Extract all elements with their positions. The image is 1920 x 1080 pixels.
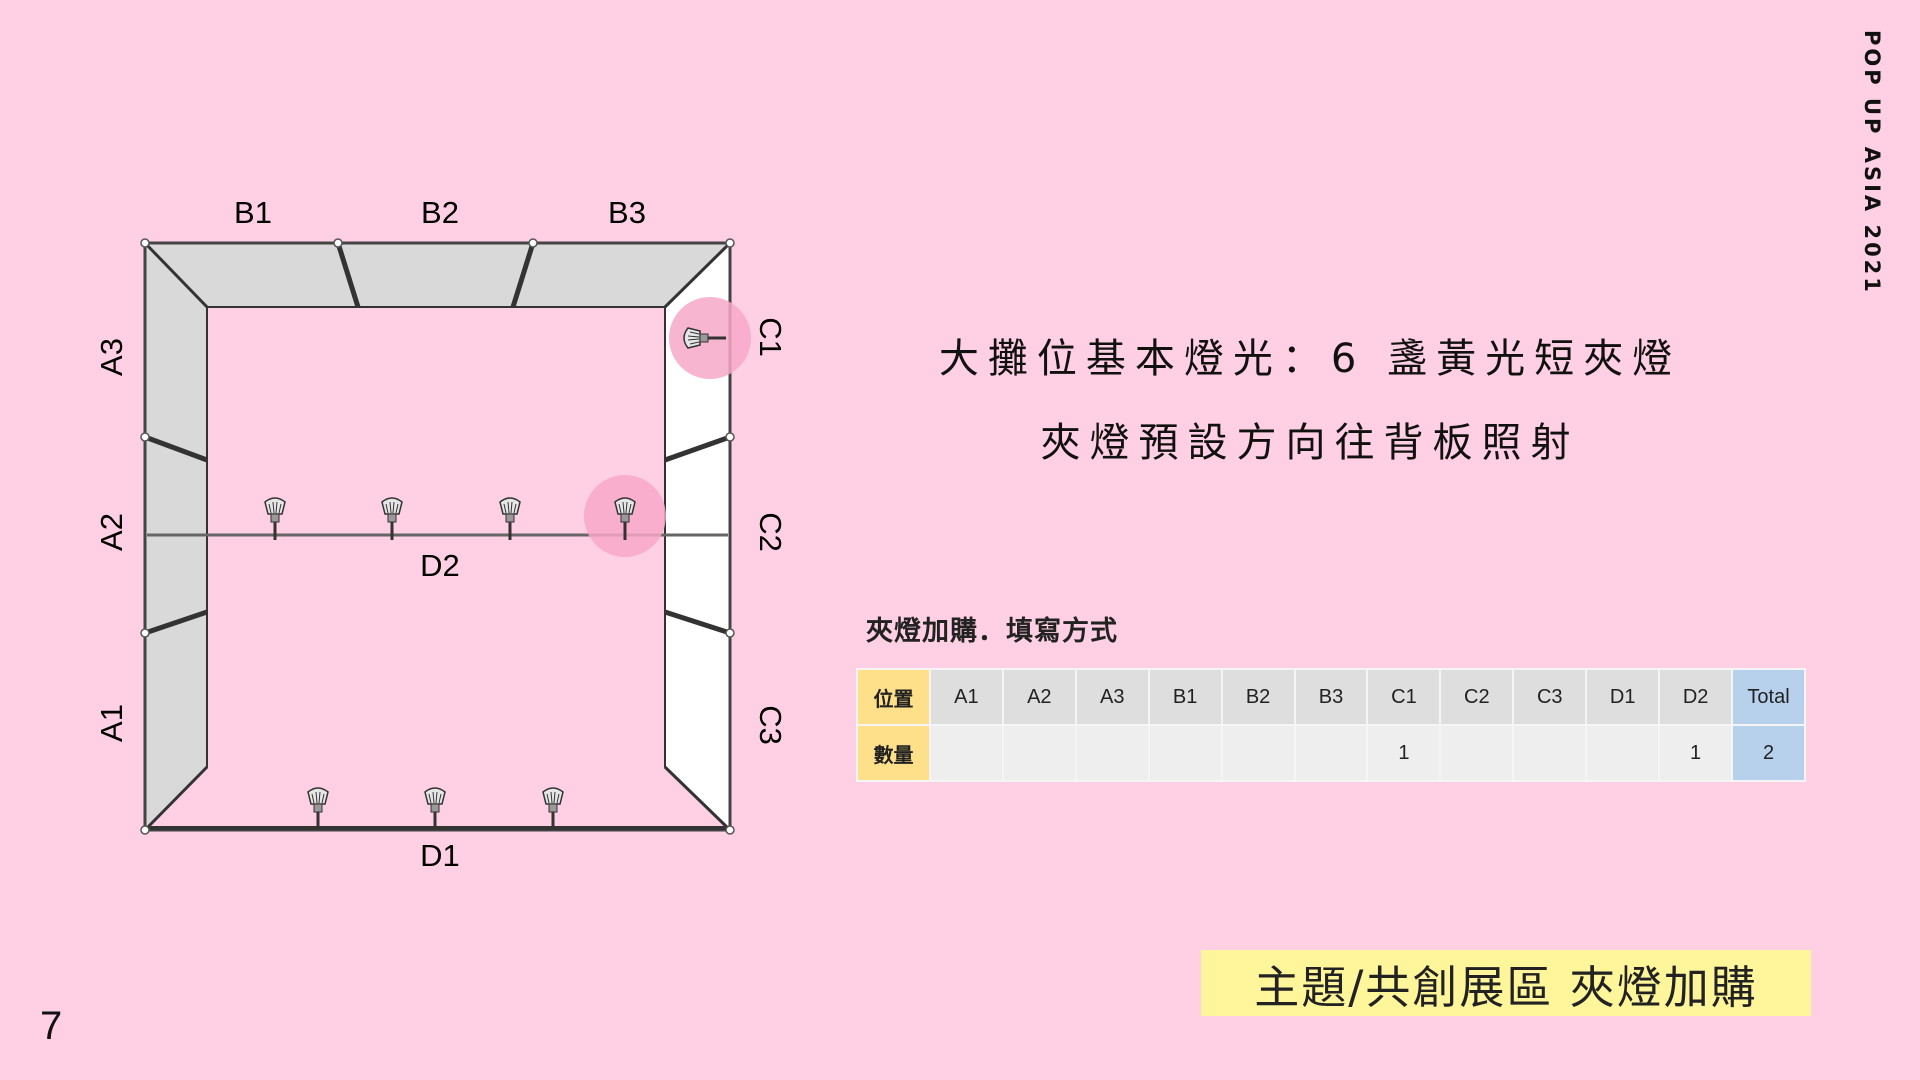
quantity-cell: 1 [1366,724,1442,782]
wall-panel-b2 [336,242,535,308]
column-header: C2 [1439,668,1515,726]
brand-label: POP UP ASIA 2021 [1860,30,1884,295]
label-c2: C2 [753,512,788,552]
quantity-cell [1293,724,1369,782]
column-header: C3 [1512,668,1588,726]
column-header: D2 [1658,668,1734,726]
quantity-cell [1585,724,1661,782]
label-c3: C3 [753,705,788,745]
quantity-cell [1439,724,1515,782]
lamp-icon [423,786,447,832]
label-a1: A1 [94,704,129,742]
label-d2: D2 [420,548,460,583]
row-label-position: 位置 [856,668,931,726]
section-banner: 主題/共創展區 夾燈加購 [1201,950,1811,1016]
table-caption: 夾燈加購．填寫方式 [866,616,1118,647]
quantity-cell: 1 [1658,724,1734,782]
table-row: 位置 A1 A2 A3 B1 B2 B3 C1 C2 C3 D1 D2 Tota… [856,668,1806,726]
column-header: C1 [1366,668,1442,726]
column-header: B3 [1293,668,1369,726]
label-a3: A3 [94,338,129,376]
label-d1: D1 [420,838,460,873]
label-c1: C1 [753,317,788,357]
lamp-icon [306,786,330,832]
quantity-cell [1512,724,1588,782]
quantity-total-cell: 2 [1731,724,1806,782]
column-header: B2 [1220,668,1296,726]
label-a2: A2 [94,513,129,551]
label-b3: B3 [608,195,646,230]
headline-direction-note: 夾燈預設方向往背板照射 [1040,420,1580,466]
lamp-icon [541,786,565,832]
quantity-cell [1220,724,1296,782]
table-row: 數量 1 1 2 [856,724,1806,782]
column-header: A1 [928,668,1004,726]
quantity-cell [1147,724,1223,782]
column-header: D1 [1585,668,1661,726]
column-header-total: Total [1731,668,1806,726]
column-header: A2 [1001,668,1077,726]
column-header: A3 [1074,668,1150,726]
lamp-order-table: 位置 A1 A2 A3 B1 B2 B3 C1 C2 C3 D1 D2 Tota… [856,668,1806,782]
label-b2: B2 [421,195,459,230]
label-b1: B1 [234,195,272,230]
quantity-cell [1001,724,1077,782]
headline-basic-lighting: 大攤位基本燈光：6 盞黃光短夾燈 [938,336,1682,382]
booth-lighting-diagram: B1 B2 B3 D2 D1 A3 A2 A1 C1 C2 C3 [94,195,788,873]
column-header: B1 [1147,668,1223,726]
row-label-quantity: 數量 [856,724,931,782]
quantity-cell [1074,724,1150,782]
page-number: 7 [40,1004,63,1048]
quantity-cell [928,724,1004,782]
